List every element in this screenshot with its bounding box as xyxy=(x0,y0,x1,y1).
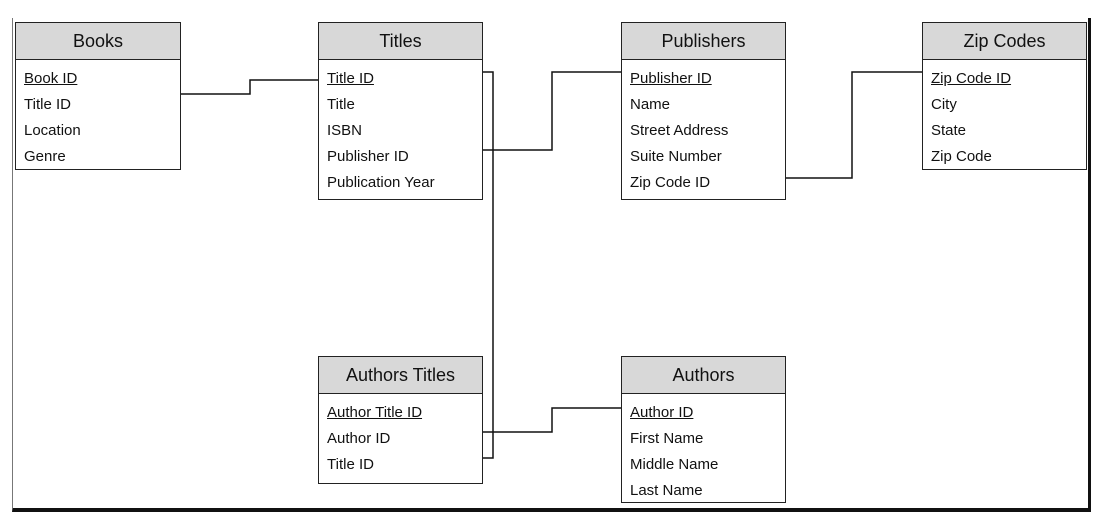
authors-table-header: Authors xyxy=(622,357,785,394)
authors-titles-field-list: Author Title ID Author ID Title ID xyxy=(319,394,482,478)
publishers-field-name: Name xyxy=(630,96,671,113)
zip-codes-table: Zip Codes Zip Code ID City State Zip Cod… xyxy=(922,22,1087,170)
titles-field-publisher-id: Publisher ID xyxy=(327,148,409,165)
authors-titles-field-title-id: Title ID xyxy=(327,456,374,473)
titles-field-publication-year: Publication Year xyxy=(327,174,435,191)
books-table-header: Books xyxy=(16,23,180,60)
titles-table: Titles Title ID Title ISBN Publisher ID … xyxy=(318,22,483,200)
titles-field-title-id: Title ID xyxy=(327,70,374,87)
books-field-title-id: Title ID xyxy=(24,96,71,113)
publishers-field-zip-code-id: Zip Code ID xyxy=(630,174,711,191)
publishers-table-header: Publishers xyxy=(622,23,785,60)
authors-titles-table-header: Authors Titles xyxy=(319,357,482,394)
books-field-list: Book ID Title ID Location Genre xyxy=(16,60,180,170)
authors-field-first-name: First Name xyxy=(630,430,704,447)
publishers-field-suite-number: Suite Number xyxy=(630,148,722,165)
authors-field-list: Author ID First Name Middle Name Last Na… xyxy=(622,394,785,504)
zip-codes-field-list: Zip Code ID City State Zip Code xyxy=(923,60,1086,170)
titles-field-isbn: ISBN xyxy=(327,122,363,139)
publishers-field-street-address: Street Address xyxy=(630,122,729,139)
zip-codes-field-zip-code: Zip Code xyxy=(931,148,992,165)
publishers-field-publisher-id: Publisher ID xyxy=(630,70,712,87)
diagram-frame xyxy=(12,18,1091,512)
titles-table-header: Titles xyxy=(319,23,482,60)
authors-table: Authors Author ID First Name Middle Name… xyxy=(621,356,786,503)
zip-codes-field-city: City xyxy=(931,96,957,113)
books-field-location: Location xyxy=(24,122,81,139)
authors-titles-field-author-id: Author ID xyxy=(327,430,391,447)
zip-codes-field-state: State xyxy=(931,122,967,139)
titles-field-title: Title xyxy=(327,96,355,113)
authors-field-middle-name: Middle Name xyxy=(630,456,719,473)
books-field-book-id: Book ID xyxy=(24,70,78,87)
authors-field-author-id: Author ID xyxy=(630,404,694,421)
books-field-genre: Genre xyxy=(24,148,66,165)
titles-field-list: Title ID Title ISBN Publisher ID Publica… xyxy=(319,60,482,196)
publishers-table: Publishers Publisher ID Name Street Addr… xyxy=(621,22,786,200)
authors-titles-table: Authors Titles Author Title ID Author ID… xyxy=(318,356,483,484)
zip-codes-field-zip-code-id: Zip Code ID xyxy=(931,70,1012,87)
books-table: Books Book ID Title ID Location Genre xyxy=(15,22,181,170)
authors-field-last-name: Last Name xyxy=(630,482,703,499)
authors-titles-field-author-title-id: Author Title ID xyxy=(327,404,423,421)
publishers-field-list: Publisher ID Name Street Address Suite N… xyxy=(622,60,785,196)
zip-codes-table-header: Zip Codes xyxy=(923,23,1086,60)
